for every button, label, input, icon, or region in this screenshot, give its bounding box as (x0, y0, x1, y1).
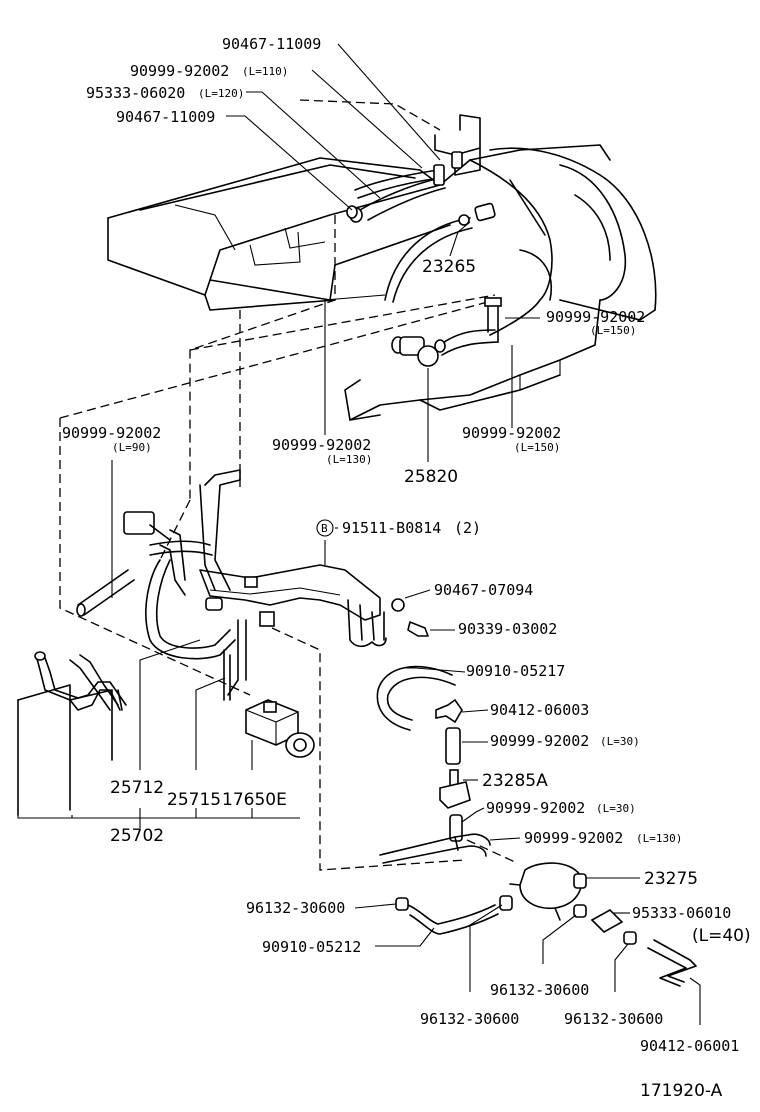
callout-90467-07094: 90467-07094 (434, 581, 533, 599)
mounting-bracket-assembly (76, 469, 387, 701)
callout-90467-11009-top: 90467-11009 (222, 35, 321, 53)
diagram-id: 171920-A (640, 1081, 723, 1101)
callout-note-l30-upper: (L=30) (600, 735, 640, 748)
callout-90999-92002-l90: 90999-92002 (62, 424, 161, 442)
callout-90999-92002-l130-upper: 90999-92002 (272, 436, 371, 454)
callout-23265: 23265 (422, 257, 476, 277)
callout-note-qty-2: (2) (454, 519, 481, 537)
upper-hoses (346, 151, 502, 367)
callout-90910-05217: 90910-05217 (466, 662, 565, 680)
callout-90999-92002-l150-lower: 90999-92002 (462, 424, 561, 442)
callout-90999-92002-l150-right: 90999-92002 (546, 308, 645, 326)
callout-note-l110: (L=110) (242, 65, 288, 78)
callout-note-l130-lower: (L=130) (636, 832, 682, 845)
lower-hose-network (376, 665, 697, 987)
clip-fittings (391, 598, 429, 637)
bolt-marker-letter: B (321, 522, 328, 535)
callout-90412-06001: 90412-06001 (640, 1037, 739, 1055)
callout-95333-06010: 95333-06010 (632, 904, 731, 922)
callout-note-l30-lower: (L=30) (596, 802, 636, 815)
callout-90999-92002-l30-upper: 90999-92002 (490, 732, 589, 750)
callout-note-l120: (L=120) (198, 87, 244, 100)
callout-note-l90: (L=90) (112, 441, 152, 454)
callout-25715: 25715 (167, 790, 221, 810)
callout-96132-30600-middle: 96132-30600 (490, 981, 589, 999)
callout-90412-06003: 90412-06003 (490, 701, 589, 719)
callout-96132-30600-right: 96132-30600 (564, 1010, 663, 1028)
callout-25702: 25702 (110, 826, 164, 846)
callout-note-l40: (L=40) (692, 926, 751, 946)
vsv-solenoid-17650E (245, 699, 315, 758)
callout-25712: 25712 (110, 778, 164, 798)
callout-labels: 90467-11009 90999-92002 (L=110) 95333-06… (62, 35, 751, 1101)
callout-17650E: 17650E (222, 790, 287, 810)
callout-note-l150-lower: (L=150) (514, 441, 560, 454)
callout-90339-03002: 90339-03002 (458, 620, 557, 638)
callout-23275: 23275 (644, 869, 698, 889)
callout-25820: 25820 (404, 467, 458, 487)
callout-90999-92002-l110: 90999-92002 (130, 62, 229, 80)
callout-91511-B0814: 91511-B0814 (342, 519, 441, 537)
callout-90999-92002-l130-lower: 90999-92002 (524, 829, 623, 847)
callout-90467-11009-second: 90467-11009 (116, 108, 215, 126)
callout-95333-06020: 95333-06020 (86, 84, 185, 102)
leader-lines (17, 43, 701, 1025)
callout-90999-92002-l30-lower: 90999-92002 (486, 799, 585, 817)
bolt-marker-b: B (316, 519, 334, 537)
callout-23285A: 23285A (482, 771, 548, 791)
callout-note-l130-upper: (L=130) (326, 453, 372, 466)
callout-90910-05212: 90910-05212 (262, 938, 361, 956)
callout-96132-30600-left: 96132-30600 (246, 899, 345, 917)
engine-outline (107, 114, 657, 421)
routing-dashed-lines (59, 99, 516, 871)
canister-bracket-25702 (17, 651, 127, 816)
callout-96132-30600-lower: 96132-30600 (420, 1010, 519, 1028)
callout-note-l150-right: (L=150) (590, 324, 636, 337)
